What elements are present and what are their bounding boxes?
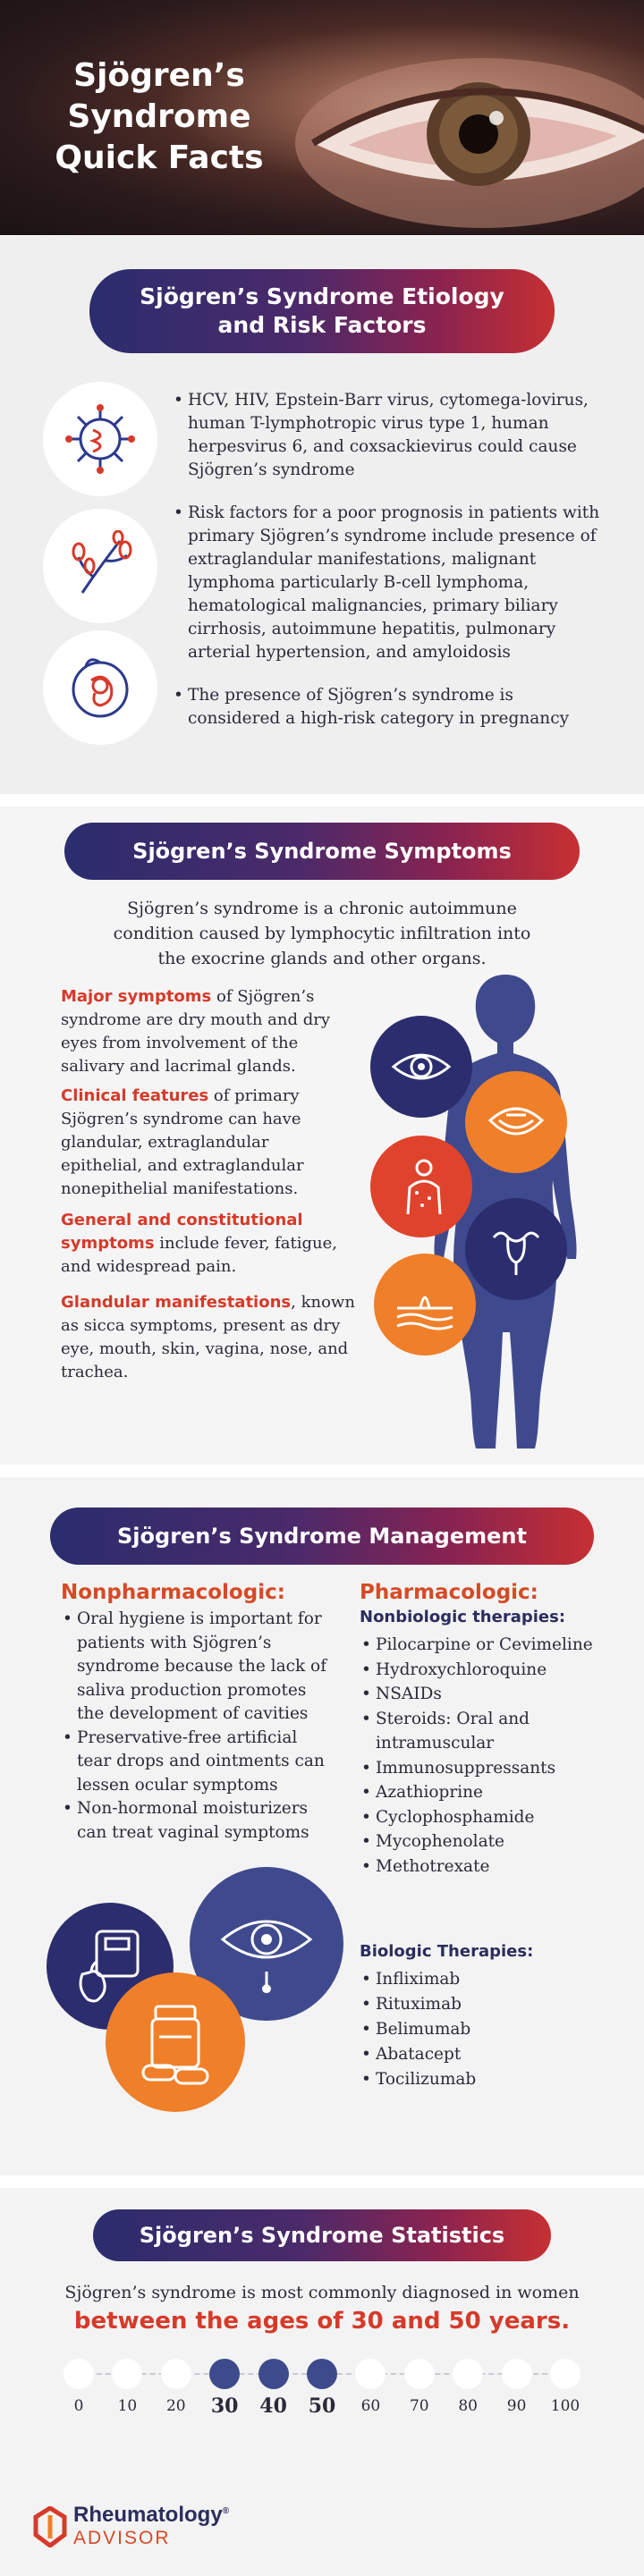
body-pain-icon <box>370 1136 472 1237</box>
symptom-lead: Clinical features <box>61 1086 209 1105</box>
etiology-heading: Sjögren’s Syndrome Etiology and Risk Fac… <box>89 269 555 353</box>
hero-title-line: Quick Facts <box>55 139 264 176</box>
bio-list: Infliximab Rituximab Belimumab Abatacept… <box>360 1967 610 2092</box>
age-label: 30 <box>210 2394 239 2418</box>
symptom-lead: General and constitutional symptoms <box>61 1211 303 1253</box>
hero-title: Sjögren’s Syndrome Quick Facts <box>43 55 275 179</box>
age-dot <box>64 2359 94 2389</box>
list-item: Pilocarpine or Cevimeline <box>360 1633 610 1658</box>
list-item: Steroids: Oral and intramuscular <box>360 1707 610 1756</box>
list-item: Mycophenolate <box>360 1829 610 1854</box>
age-dot <box>209 2359 241 2389</box>
list-item: Azathioprine <box>360 1780 610 1805</box>
rheumatology-advisor-logo: Rheumatology® ADVISOR <box>32 2501 265 2555</box>
nonpharm-title: Nonpharmacologic: <box>61 1581 285 1604</box>
age-dot <box>550 2359 580 2389</box>
nonpharm-list: Oral hygiene is important for patients w… <box>61 1608 329 1845</box>
symptom-item: Glandular manifestations, known as sicca… <box>61 1291 356 1384</box>
age-label: 50 <box>308 2394 336 2418</box>
symptom-item: General and constitutional symptoms incl… <box>61 1209 347 1279</box>
logo-trademark: ® <box>222 2506 230 2516</box>
logo-line1: Rheumatology <box>73 2503 223 2527</box>
age-dot <box>453 2359 484 2389</box>
list-item: Preservative-free artificial tear drops … <box>61 1727 329 1798</box>
skin-icon <box>374 1254 476 1356</box>
etiology-section: Sjögren’s Syndrome Etiology and Risk Fac… <box>0 235 644 794</box>
list-item: HCV, HIV, Epstein-Barr virus, cytomega-l… <box>172 389 601 482</box>
statistics-line2: between the ages of 30 and 50 years. <box>73 2308 571 2335</box>
symptom-item: Major symptoms of Sjögren’s syndrome are… <box>61 985 365 1078</box>
age-dot <box>355 2359 386 2389</box>
list-item: Abatacept <box>360 2042 610 2067</box>
pharm-title: Pharmacologic: <box>360 1581 538 1604</box>
age-dot <box>112 2359 143 2389</box>
heading-text: Sjögren’s Syndrome Statistics <box>139 2223 505 2248</box>
pregnancy-icon <box>43 630 157 745</box>
symptom-lead: Glandular manifestations <box>61 1293 292 1312</box>
eye-photo <box>295 58 644 228</box>
age-label: 90 <box>506 2397 527 2415</box>
heading-line: and Risk Factors <box>217 312 427 338</box>
eye-icon <box>370 1016 472 1118</box>
symptom-text: include fever, fatigue, and widespread p… <box>61 1234 338 1276</box>
list-item: Rituximab <box>360 1992 610 2017</box>
management-heading: Sjögren’s Syndrome Management <box>50 1508 594 1565</box>
hero-title-line: Sjögren’s <box>73 57 245 94</box>
symptom-text: , known as sicca symptoms, present as dr… <box>61 1293 355 1381</box>
etiology-bullets: HCV, HIV, Epstein-Barr virus, cytomega-l… <box>172 389 601 731</box>
symptoms-heading: Sjögren’s Syndrome Symptoms <box>64 823 580 880</box>
list-item: The presence of Sjögren’s syndrome is co… <box>172 684 601 731</box>
symptom-text: of primary Sjögren’s syndrome can have g… <box>61 1086 304 1198</box>
plant-icon <box>43 509 157 623</box>
age-dot <box>403 2359 435 2389</box>
list-item: Risk factors for a poor prognosis in pat… <box>172 502 601 664</box>
statistics-section: Sjögren’s Syndrome Statistics Sjögren’s … <box>0 2175 644 2559</box>
age-label: 60 <box>360 2397 381 2415</box>
uterus-icon <box>465 1198 567 1300</box>
list-item: Tocilizumab <box>360 2067 610 2092</box>
pill-bottle-icon <box>106 1972 245 2112</box>
logo-line2: ADVISOR <box>73 2528 171 2548</box>
heading-line: Sjögren’s Syndrome Etiology <box>140 283 504 309</box>
list-item: Methotrexate <box>360 1854 610 1879</box>
list-item: NSAIDs <box>360 1682 610 1707</box>
age-label: 20 <box>165 2397 186 2415</box>
age-label: 100 <box>550 2397 580 2415</box>
list-item: Infliximab <box>360 1967 610 1992</box>
age-dot <box>307 2359 337 2389</box>
nonbio-list: Pilocarpine or Cevimeline Hydroxychloroq… <box>360 1633 610 1879</box>
age-label: 0 <box>73 2397 84 2415</box>
heading-text: Sjögren’s Syndrome Symptoms <box>132 839 512 864</box>
management-section: Sjögren’s Syndrome Management Nonpharmac… <box>0 1465 644 2175</box>
statistics-heading: Sjögren’s Syndrome Statistics <box>93 2209 551 2261</box>
list-item: Hydroxychloroquine <box>360 1658 610 1683</box>
hero-title-line: Syndrome <box>67 98 251 135</box>
age-dot <box>160 2359 191 2389</box>
symptom-lead: Major symptoms <box>61 987 212 1006</box>
hero-banner: Sjögren’s Syndrome Quick Facts <box>0 0 644 235</box>
list-item: Oral hygiene is important for patients w… <box>61 1608 329 1727</box>
age-dot <box>501 2359 532 2389</box>
age-dot <box>258 2359 289 2389</box>
bio-title: Biologic Therapies: <box>360 1942 534 1961</box>
nonbio-title: Nonbiologic therapies: <box>360 1608 566 1626</box>
list-item: Cyclophosphamide <box>360 1805 610 1830</box>
symptom-text: of Sjögren’s syndrome are dry mouth and … <box>61 987 331 1076</box>
logo-mark-icon <box>33 2506 67 2547</box>
symptoms-section: Sjögren’s Syndrome Symptoms Sjögren’s sy… <box>0 794 644 1465</box>
symptoms-intro: Sjögren’s syndrome is a chronic autoimmu… <box>113 899 531 968</box>
mouth-icon <box>465 1071 567 1173</box>
heading-text: Sjögren’s Syndrome Management <box>117 1524 527 1549</box>
age-label: 80 <box>458 2397 478 2415</box>
age-label: 40 <box>259 2394 287 2418</box>
age-label: 10 <box>117 2397 138 2415</box>
age-label: 70 <box>409 2397 429 2415</box>
list-item: Non-hormonal moisturizers can treat vagi… <box>61 1797 329 1845</box>
list-item: Belimumab <box>360 2017 610 2042</box>
list-item: Immunosuppressants <box>360 1756 610 1781</box>
symptom-item: Clinical features of primary Sjögren’s s… <box>61 1085 347 1201</box>
virus-icon <box>43 382 157 496</box>
statistics-line1: Sjögren’s syndrome is most commonly diag… <box>64 2283 580 2302</box>
